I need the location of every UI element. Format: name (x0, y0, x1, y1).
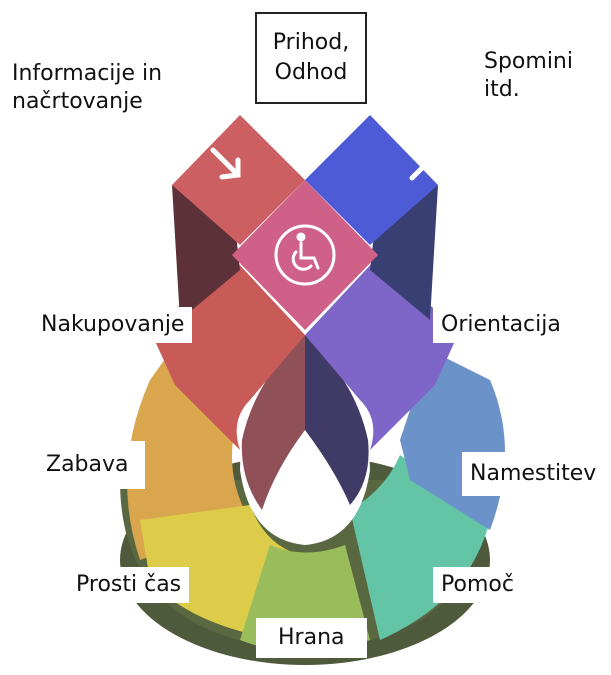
arrow-down-right-icon (210, 147, 241, 180)
diamond-memories (305, 115, 438, 320)
diamond-info-planning (172, 115, 305, 320)
label-memories: Spomini itd. (484, 48, 573, 103)
label-info-planning: Informacije in načrtovanje (12, 60, 162, 115)
arrival-departure-line1: Prihod, (272, 30, 350, 56)
label-help: Pomoč (433, 567, 522, 603)
info-planning-line1: Informacije in (12, 61, 163, 86)
center-piece (232, 180, 378, 330)
ring-hole-right-wall (305, 335, 369, 505)
arrow-up-right-icon (409, 149, 440, 181)
info-planning-line2: načrtovanje (12, 88, 143, 114)
label-leisure: Prosti čas (68, 567, 190, 603)
memories-line1: Spomini (484, 49, 573, 74)
wheelchair-icon-circle (274, 224, 336, 286)
memories-line2: itd. (484, 76, 520, 102)
label-entertainment: Zabava (30, 441, 145, 489)
label-accommodation: Namestitev (462, 452, 605, 496)
label-arrival-departure: Prihod, Odhod (255, 12, 367, 104)
label-orientation: Orientacija (433, 307, 569, 343)
ring-hole-left-wall (241, 335, 305, 510)
arrival-departure-line2: Odhod (274, 60, 348, 85)
wheelchair-icon (291, 232, 320, 271)
label-food: Hrana (256, 618, 367, 658)
label-shopping: Nakupovanje (33, 307, 193, 343)
